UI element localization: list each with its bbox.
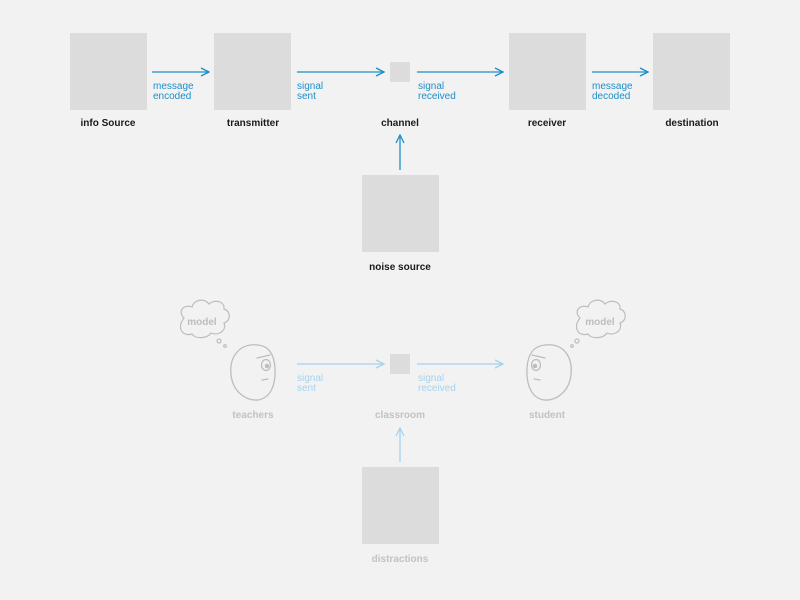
edge-line-2: received (418, 383, 456, 394)
classroom-box (390, 354, 410, 374)
destination-label: destination (665, 118, 719, 129)
student-label: student (528, 410, 566, 421)
edge-signal-sent-label: signal sent (297, 82, 323, 102)
destination-box (653, 33, 730, 110)
noise-source-label: noise source (369, 262, 431, 273)
edge-line-1: signal (297, 81, 324, 92)
receiver-label: receiver (527, 118, 567, 129)
edge-line-1: signal (297, 373, 324, 384)
edge-line-2: received (418, 91, 456, 102)
teacher-model-text: model (187, 317, 217, 328)
distractions-box (362, 467, 439, 544)
teachers-label: teachers (232, 410, 274, 421)
channel-box (390, 62, 410, 82)
teacher-thought-cloud-icon: model (180, 299, 230, 348)
edge-line-1: message (153, 81, 194, 92)
edge-line-1: signal (418, 373, 445, 384)
edge-message-decoded-label: message decoded (592, 82, 633, 102)
distractions-label: distractions (371, 554, 429, 565)
edge-line-1: signal (418, 81, 445, 92)
student-head-icon (526, 344, 572, 401)
receiver-box (509, 33, 586, 110)
info-source-label: info Source (80, 118, 136, 129)
edge-message-encoded-label: message encoded (153, 82, 194, 102)
edge-classroom-signal-received-label: signal received (418, 374, 456, 394)
transmitter-label: transmitter (226, 118, 280, 129)
channel-label: channel (381, 118, 419, 129)
info-source-box (70, 33, 147, 110)
classroom-label: classroom (374, 410, 426, 421)
edge-signal-received-label: signal received (418, 82, 456, 102)
edge-line-2: encoded (153, 91, 192, 102)
teacher-head-icon (230, 344, 276, 401)
edge-line-2: sent (297, 91, 316, 102)
edge-line-1: message (592, 81, 633, 92)
student-model-text: model (585, 317, 615, 328)
edge-line-2: sent (297, 383, 316, 394)
edge-classroom-signal-sent-label: signal sent (297, 374, 323, 394)
noise-source-box (362, 175, 439, 252)
student-thought-cloud-icon: model (570, 299, 626, 348)
transmitter-box (214, 33, 291, 110)
edge-line-2: decoded (592, 91, 631, 102)
